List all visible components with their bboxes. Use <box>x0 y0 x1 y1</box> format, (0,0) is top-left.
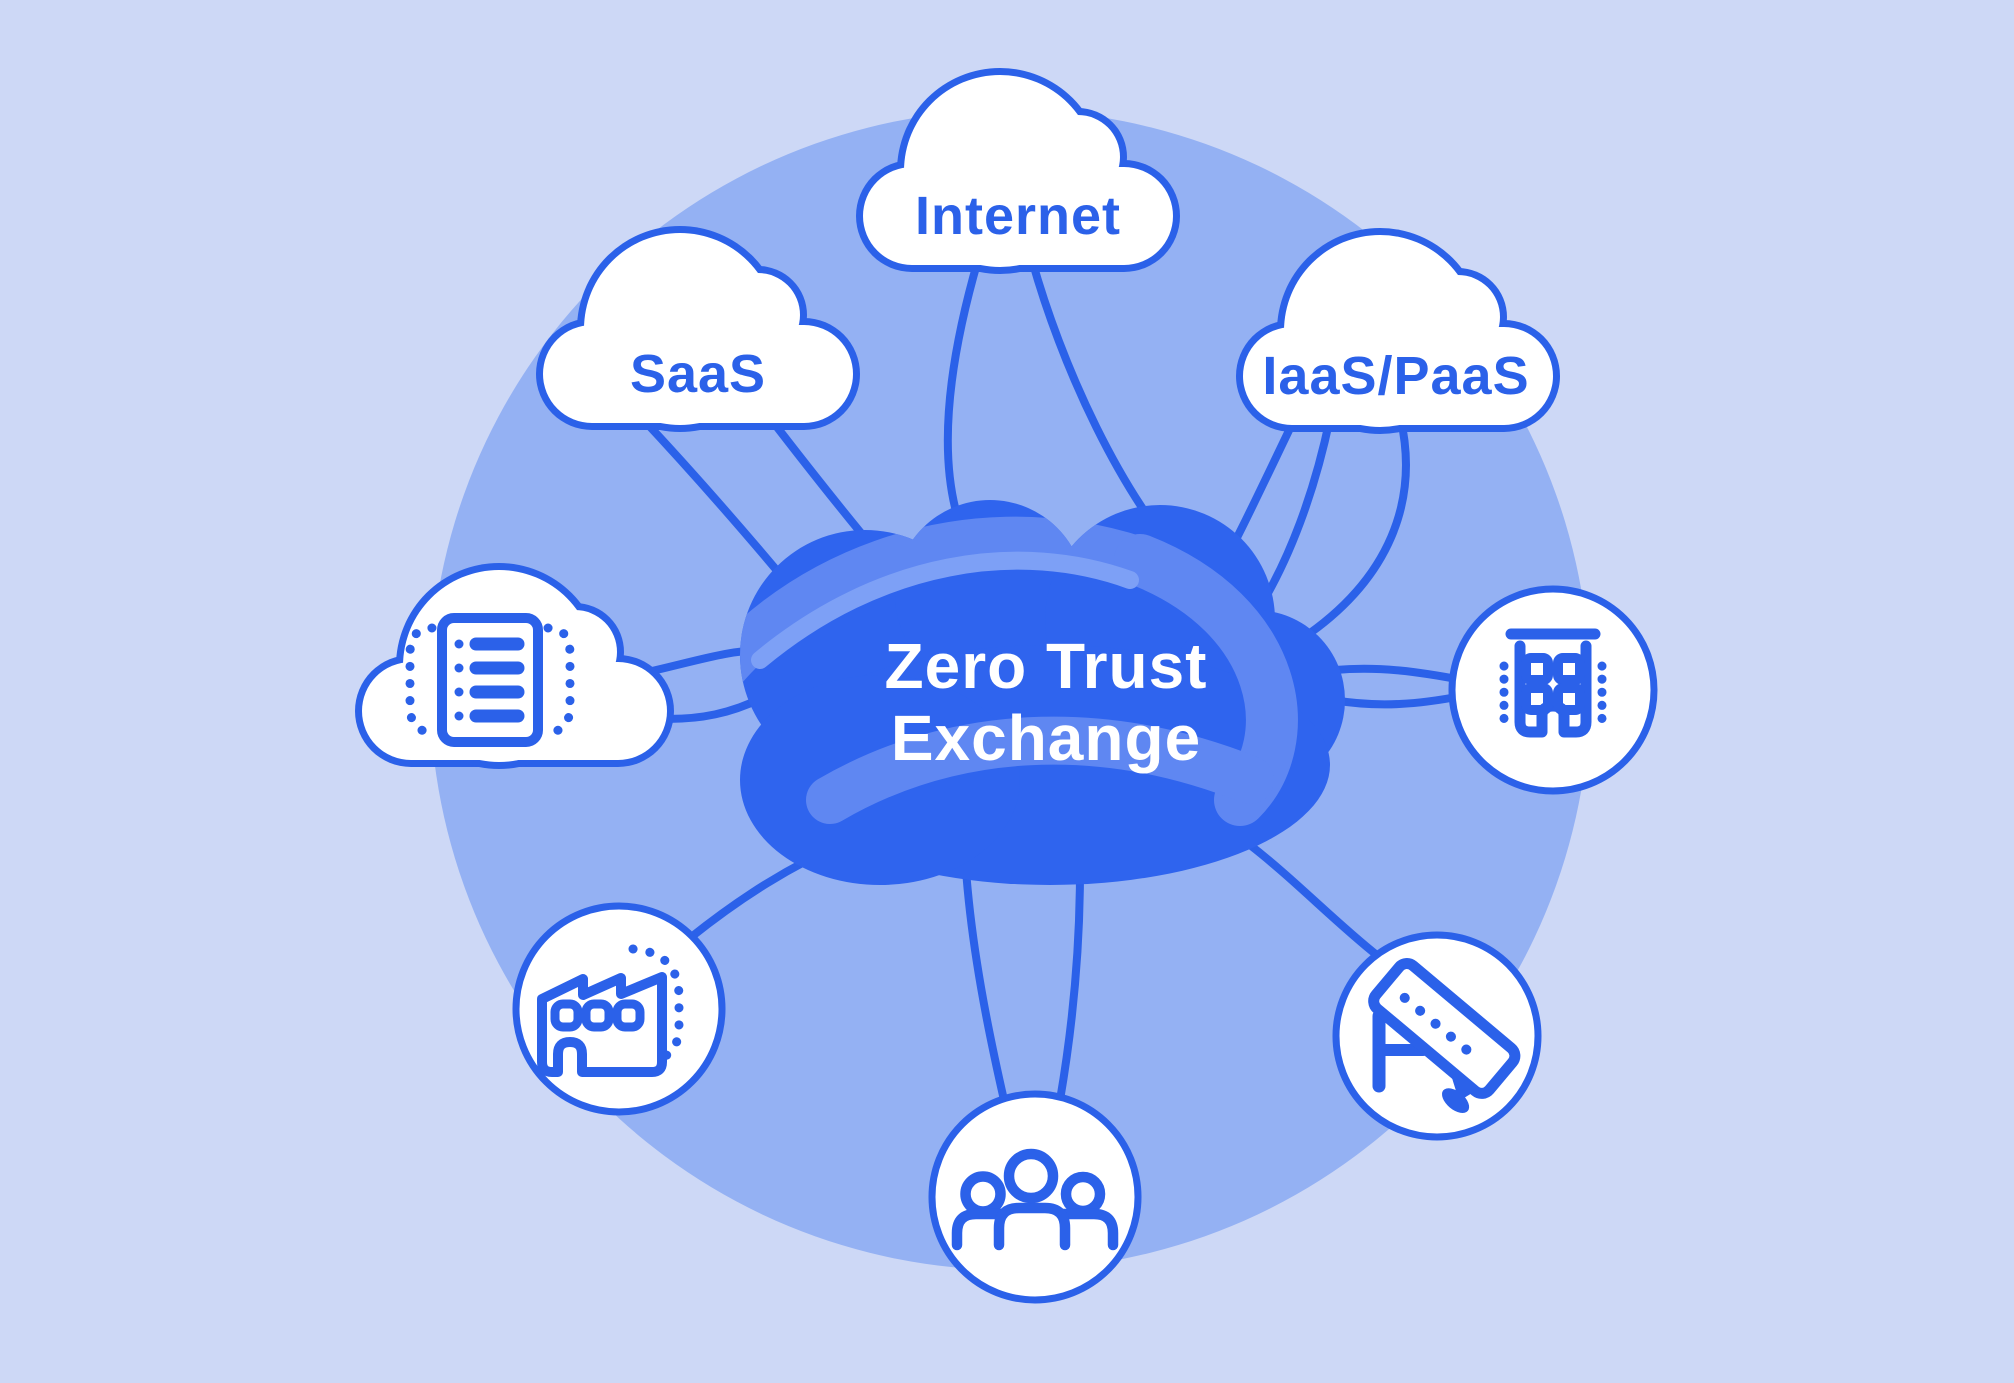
center-title-line2: Exchange <box>891 702 1201 774</box>
users-group-icon <box>951 1148 1119 1251</box>
cloud-swoosh-logo <box>740 516 1298 826</box>
server-list-icon <box>405 613 575 747</box>
internet-cloud-fill <box>863 75 1173 267</box>
iaas-cloud-fill <box>1243 235 1553 427</box>
factory-icon <box>537 944 684 1077</box>
node-saas: SaaS <box>536 226 860 432</box>
line-camera <box>1246 841 1382 960</box>
line-office-2 <box>1329 692 1466 709</box>
node-datacenter <box>355 563 674 769</box>
node-office <box>1448 585 1658 795</box>
center-cloud: Zero Trust Exchange <box>740 500 1345 885</box>
node-iaas-paas: IaaS/PaaS <box>1236 228 1560 434</box>
node-camera <box>1332 931 1542 1141</box>
internet-label: Internet <box>915 186 1121 246</box>
node-users <box>928 1090 1142 1304</box>
line-office-1 <box>1331 664 1466 684</box>
node-internet: Internet <box>856 68 1180 274</box>
center-title-line1: Zero Trust <box>885 630 1208 702</box>
line-iaas-3 <box>1296 412 1410 644</box>
node-factory <box>512 902 726 1116</box>
line-internet-1 <box>943 256 982 529</box>
office-circle <box>1448 585 1658 795</box>
saas-label: SaaS <box>630 344 766 404</box>
saas-cloud-fill <box>543 233 853 425</box>
iaas-label: IaaS/PaaS <box>1262 346 1529 406</box>
line-users-1 <box>962 866 1008 1104</box>
line-users-2 <box>1056 866 1084 1104</box>
office-building-icon <box>1499 628 1607 738</box>
security-camera-icon <box>1368 958 1521 1113</box>
